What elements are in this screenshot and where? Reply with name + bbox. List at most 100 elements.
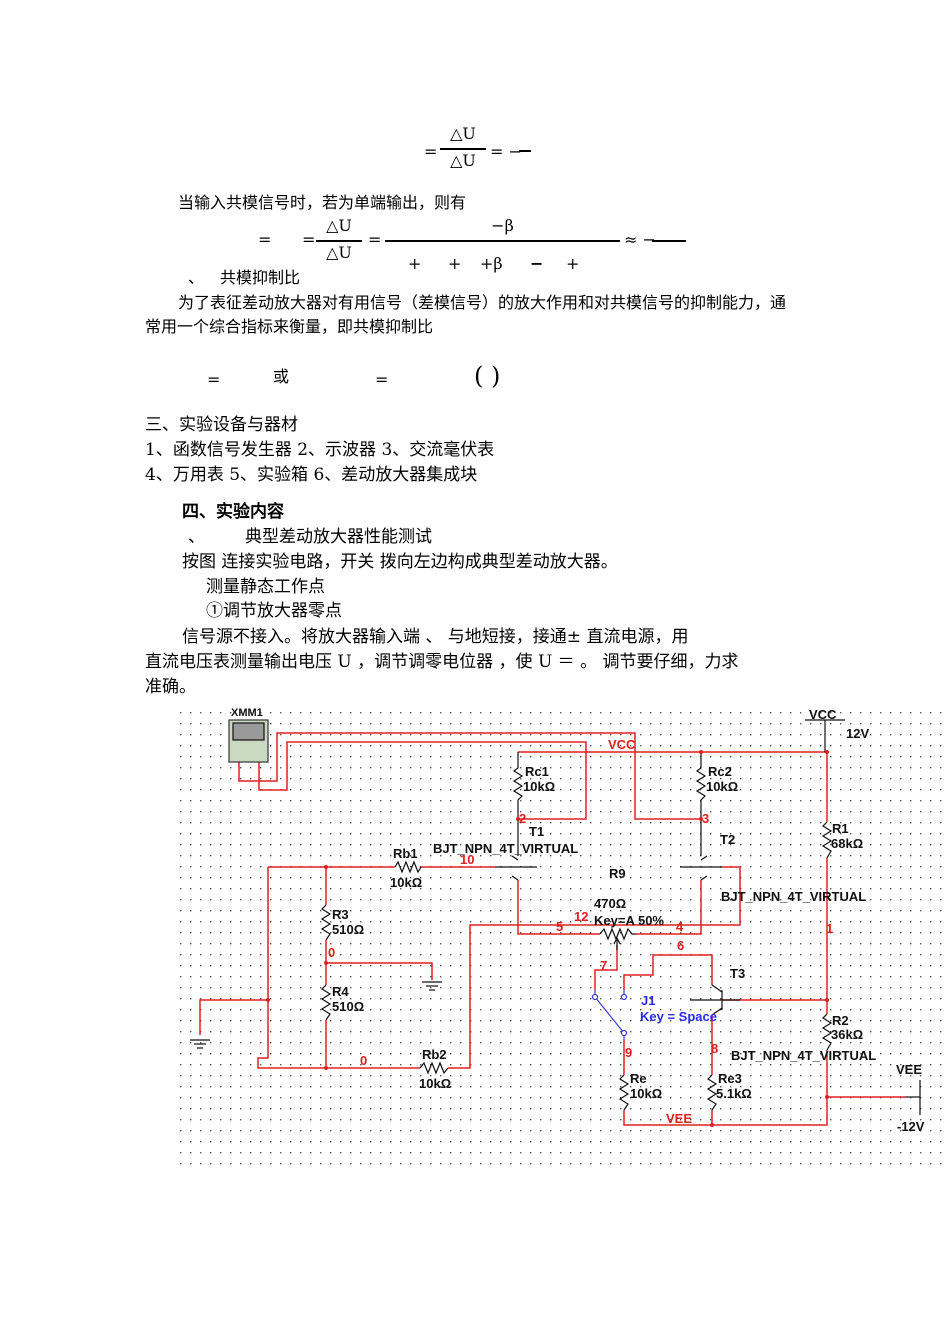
section3-title: 三、实验设备与器材 <box>145 415 298 435</box>
r3-resistor <box>320 904 332 941</box>
content-line: 信号源不接入。将放大器输入端 、 与地短接，接通± 直流电源，用 <box>182 627 689 647</box>
section-cmrr-title: 共模抑制比 <box>220 268 301 287</box>
t1-model: BJT_NPN_4T_VIRTUAL <box>433 841 578 856</box>
r4-resistor <box>320 984 332 1021</box>
formula1-tail: = − <box>490 142 522 161</box>
node-label: 4 <box>676 919 684 934</box>
r3-value: 510Ω <box>332 922 364 937</box>
t1-transistor <box>495 819 537 881</box>
node-label: 7 <box>600 958 607 973</box>
rc1-value: 10kΩ <box>523 779 555 794</box>
r2-resistor <box>821 1013 833 1051</box>
node-label: 1 <box>826 921 833 936</box>
node-label: 12 <box>574 909 588 924</box>
re-value: 10kΩ <box>630 1086 662 1101</box>
content-line: 准确。 <box>145 677 196 697</box>
r1-label: R1 <box>832 821 849 836</box>
fraction-bar <box>652 240 686 242</box>
r9-potentiometer <box>599 927 636 941</box>
vcc-label: VCC <box>809 707 837 722</box>
subsection-title: 典型差动放大器性能测试 <box>245 527 432 547</box>
content-line: 按图 连接实验电路，开关 拨向左边构成典型差动放大器。 <box>182 552 618 572</box>
rb2-resistor <box>419 1061 449 1075</box>
switch-j1[interactable] <box>591 990 628 1040</box>
grid-background <box>180 712 950 1167</box>
formula2-approx: ≈ − <box>624 230 656 249</box>
r1-value: 68kΩ <box>831 836 863 851</box>
rc1-label: Rc1 <box>525 764 549 779</box>
j1-key: Key = Space <box>640 1009 717 1024</box>
r9-key: Key=A 50% <box>594 913 664 928</box>
formula1-eq: = <box>424 142 438 161</box>
den-term: − <box>530 254 544 273</box>
meter-label: XMM1 <box>231 707 263 719</box>
formula2-eq1: = <box>258 230 272 249</box>
node-label: 8 <box>711 1041 718 1056</box>
paragraph-common-mode: 当输入共模信号时，若为单端输出，则有 <box>178 193 467 212</box>
re-label: Re <box>630 1071 647 1086</box>
ground-icon <box>422 981 442 991</box>
re3-label: Re3 <box>718 1071 742 1086</box>
multimeter-display <box>232 722 265 741</box>
fraction-bar <box>385 240 620 242</box>
vee-value: -12V <box>897 1119 925 1134</box>
paragraph-cmrr-line: 为了表征差动放大器对有用信号（差模信号）的放大作用和对共模信号的抑制能力，通 <box>178 293 787 312</box>
r4-value: 510Ω <box>332 999 364 1014</box>
den-term: + <box>566 254 580 273</box>
content-line: ①调节放大器零点 <box>206 601 342 621</box>
re3-resistor <box>706 1074 718 1111</box>
t1-label: T1 <box>529 824 544 839</box>
rb2-label: Rb2 <box>422 1047 447 1062</box>
equipment-line: 4、万用表 5、实验箱 6、差动放大器集成块 <box>145 465 478 485</box>
vee-label: VEE <box>896 1062 922 1077</box>
fraction-bar <box>316 240 362 242</box>
formula3-paren: ( ) <box>474 362 501 390</box>
j1-label: J1 <box>641 993 655 1008</box>
t2-label: T2 <box>720 832 735 847</box>
formula2-den: △U <box>326 243 352 262</box>
rc2-value: 10kΩ <box>706 779 738 794</box>
t3-transistor <box>690 984 740 1016</box>
vee-net-label: VEE <box>666 1111 692 1126</box>
rc2-resistor <box>695 752 707 819</box>
formula2-num: △U <box>326 216 352 235</box>
subsection-mark: 、 <box>188 527 205 547</box>
node-label: 9 <box>625 1045 632 1060</box>
t3-label: T3 <box>730 966 745 981</box>
den-term: + <box>408 254 422 273</box>
fraction-bar <box>519 150 531 152</box>
components <box>190 719 921 1115</box>
formula1-den: △U <box>450 151 476 170</box>
node-label: 3 <box>702 811 709 826</box>
equipment-line: 1、函数信号发生器 2、示波器 3、交流毫伏表 <box>145 440 495 460</box>
formula3-eq2: = <box>375 370 389 389</box>
section-mark: 、 <box>188 268 205 287</box>
rb1-resistor <box>394 860 422 874</box>
t2-transistor <box>680 819 722 881</box>
formula2-eq3: = <box>368 230 382 249</box>
rc2-label: Rc2 <box>708 764 732 779</box>
node-label: 5 <box>556 919 563 934</box>
rb1-value: 10kΩ <box>390 875 422 890</box>
r2-value: 36kΩ <box>831 1027 863 1042</box>
fraction-bar <box>440 148 486 150</box>
formula2-num2: −β <box>491 216 514 235</box>
t2-model: BJT_NPN_4T_VIRTUAL <box>721 889 866 904</box>
r3-label: R3 <box>332 907 349 922</box>
node-label: 2 <box>519 811 526 826</box>
rb2-value: 10kΩ <box>419 1076 451 1091</box>
paragraph-cmrr-line: 常用一个综合指标来衡量，即共模抑制比 <box>145 317 434 336</box>
ground-icon <box>190 1039 210 1049</box>
formula1-num: △U <box>450 124 476 143</box>
formula3-or: 或 <box>273 367 290 386</box>
node-label: 0 <box>328 945 335 960</box>
vcc-net-label: VCC <box>608 737 636 752</box>
content-line: 测量静态工作点 <box>206 577 325 597</box>
content-line: 直流电压表测量输出电压 U ，调节调零电位器 ，使 U ＝ 。 调节要仔细，力求 <box>145 652 739 672</box>
re-resistor <box>618 1074 630 1111</box>
den-term: + <box>448 254 462 273</box>
vcc-value: 12V <box>846 726 869 741</box>
t3-model: BJT_NPN_4T_VIRTUAL <box>731 1048 876 1063</box>
